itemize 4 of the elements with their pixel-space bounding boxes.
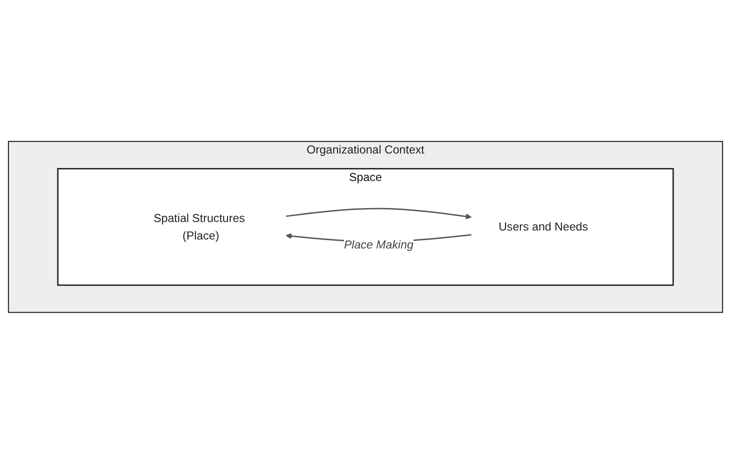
arrow <box>286 207 472 219</box>
node-text: Spatial Structures (Place) <box>154 211 245 242</box>
node-text: Users and Needs <box>498 220 588 233</box>
cluster <box>57 168 674 286</box>
